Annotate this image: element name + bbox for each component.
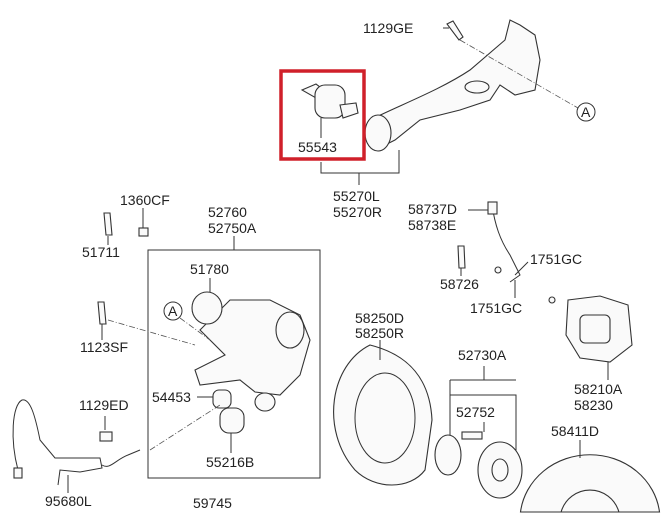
hub-bearing-52730a[interactable] <box>434 434 523 499</box>
label-58737d: 58737D <box>408 201 457 217</box>
label-1123sf: 1123SF <box>80 339 128 355</box>
nut-1360cf[interactable] <box>138 227 149 237</box>
label-58210a: 58210A <box>574 381 623 397</box>
label-59745: 59745 <box>193 495 232 511</box>
label-1129ed: 1129ED <box>79 397 129 413</box>
bushing-55543[interactable] <box>300 83 359 119</box>
label-55543: 55543 <box>298 139 337 155</box>
label-58726: 58726 <box>440 276 479 292</box>
hub-bolt-52752[interactable] <box>461 431 483 440</box>
reference-marker-a: A <box>168 303 178 319</box>
brake-hose-58737d[interactable] <box>487 201 521 283</box>
label-1751gc-lower: 1751GC <box>470 300 522 316</box>
label-55216b: 55216B <box>206 454 254 470</box>
label-95680l: 95680L <box>45 493 92 509</box>
label-1360cf: 1360CF <box>120 192 170 208</box>
label-58250r: 58250R <box>355 325 404 341</box>
bushing-55216b[interactable] <box>219 407 245 434</box>
knuckle-part[interactable] <box>194 299 311 412</box>
label-55270l: 55270L <box>333 188 380 204</box>
label-51780: 51780 <box>190 261 229 277</box>
brake-caliper-58210a[interactable] <box>565 295 633 363</box>
bushing-54453[interactable] <box>212 389 232 409</box>
label-52730a: 52730A <box>458 347 507 363</box>
label-1129ge: 1129GE <box>363 20 413 36</box>
bolt-1129ed[interactable] <box>99 431 113 442</box>
label-55270r: 55270R <box>333 204 382 220</box>
abs-sensor-95680l[interactable] <box>12 399 141 486</box>
label-52750a: 52750A <box>208 220 257 236</box>
reference-marker-a: A <box>581 104 591 120</box>
brake-disc-58411d[interactable] <box>519 454 661 513</box>
label-51711: 51711 <box>82 244 120 260</box>
label-58230: 58230 <box>574 397 613 413</box>
label-58250d: 58250D <box>355 310 404 326</box>
bolt-51711[interactable] <box>103 212 113 236</box>
backing-plate-58250d[interactable] <box>333 344 433 486</box>
highlight-box <box>279 69 366 161</box>
snap-ring-51780[interactable] <box>191 291 223 325</box>
label-52752: 52752 <box>456 404 495 420</box>
label-58411d: 58411D <box>551 423 599 439</box>
bolt-1129ge[interactable] <box>446 20 464 41</box>
bolt-58726[interactable] <box>457 245 466 269</box>
label-54453: 54453 <box>152 389 191 405</box>
label-58738e: 58738E <box>408 217 456 233</box>
label-1751gc-upper: 1751GC <box>530 251 582 267</box>
bolt-1123sf[interactable] <box>97 301 107 325</box>
trailing-arm-part[interactable] <box>364 19 541 152</box>
label-52760: 52760 <box>208 204 247 220</box>
